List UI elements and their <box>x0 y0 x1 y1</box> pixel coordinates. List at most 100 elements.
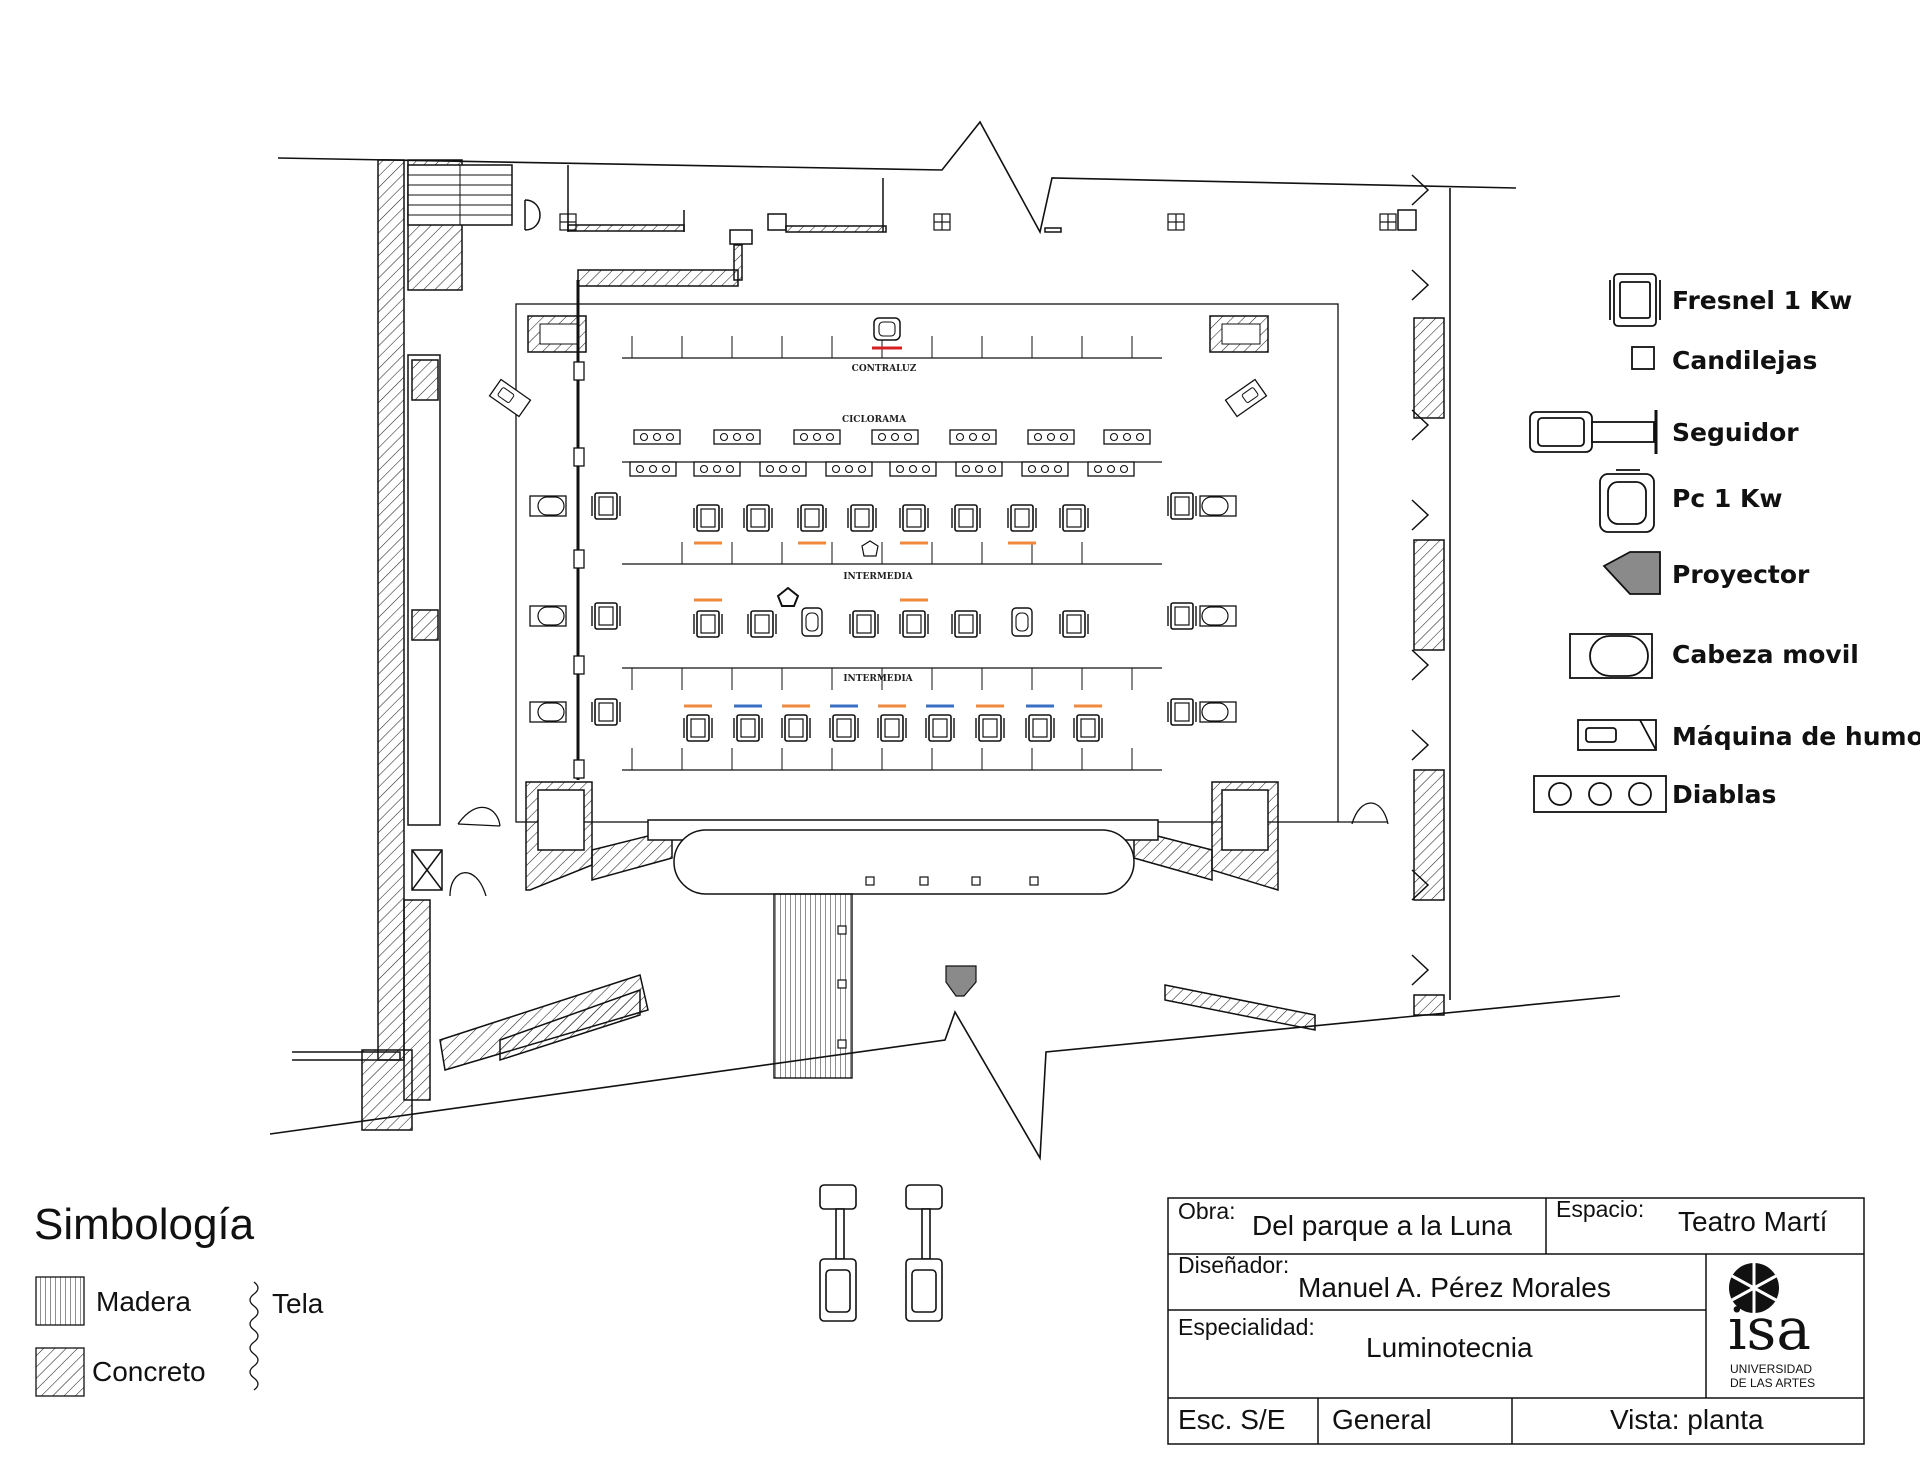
fresnel-icon <box>591 602 621 630</box>
legend-diablas-label: Diablas <box>1672 780 1777 809</box>
title-block-frame <box>1167 1197 1865 1445</box>
right-wall <box>1411 174 1445 1016</box>
cabeza-movil-icon <box>529 701 567 723</box>
diablas-icon <box>693 461 741 477</box>
obra-value: Del parque a la Luna <box>1252 1210 1512 1241</box>
fresnel-icon <box>925 714 955 742</box>
tela-label: Tela <box>272 1288 324 1319</box>
batten-ticks <box>631 336 1133 770</box>
proyector-icon <box>488 378 532 418</box>
madera-swatch <box>35 1276 85 1326</box>
fresnel-icon <box>899 504 929 532</box>
diablas-icon <box>871 429 919 445</box>
fresnel-icon <box>743 504 773 532</box>
diablas-icon <box>1027 429 1075 445</box>
diablas-icon <box>633 429 681 445</box>
fresnel-icon <box>733 714 763 742</box>
legend-proyector-label: Proyector <box>1672 560 1810 589</box>
house-projector-icon <box>945 965 977 997</box>
fresnel-icon <box>1007 504 1037 532</box>
especialidad-label: Especialidad: <box>1178 1314 1315 1340</box>
diablas-icon <box>949 429 997 445</box>
diablas-icon <box>629 461 677 477</box>
fresnel-icon <box>591 698 621 726</box>
fresnel-icon <box>975 714 1005 742</box>
general-label: General <box>1332 1404 1432 1435</box>
fresnel-icon <box>693 610 723 638</box>
fresnel-icon <box>1073 714 1103 742</box>
diablas-icon <box>889 461 937 477</box>
disenador-label: Diseñador: <box>1178 1252 1290 1278</box>
escala-label: Esc. S/E <box>1178 1404 1286 1435</box>
maquina-humo-icon <box>1577 719 1657 751</box>
espacio-label: Espacio: <box>1556 1196 1645 1222</box>
fresnel-icon <box>1167 698 1197 726</box>
espacio-value: Teatro Martí <box>1678 1206 1828 1237</box>
fresnel-icon <box>1025 714 1055 742</box>
intermedia-label-2: INTERMEDIA <box>843 674 913 684</box>
cabeza-movil-icon <box>1199 605 1237 627</box>
pc-icon <box>1011 607 1033 637</box>
left-wall <box>292 159 513 1131</box>
fresnel-icon <box>591 492 621 520</box>
madera-label: Madera <box>96 1286 191 1317</box>
isa-logo-sub-2: DE LAS ARTES <box>1730 1376 1816 1390</box>
isa-logo-sub-1: UNIVERSIDAD <box>1730 1362 1813 1376</box>
fresnel-icon <box>747 610 777 638</box>
diablas-icon <box>793 429 841 445</box>
cabeza-movil-icon <box>1199 701 1237 723</box>
contraluz-fresnel-icon <box>873 317 901 341</box>
pc-icon <box>801 607 823 637</box>
cabeza-movil-icon <box>1199 495 1237 517</box>
cabeza-movil-icon <box>1569 633 1653 679</box>
fresnel-icon <box>899 610 929 638</box>
vista-label: Vista: planta <box>1610 1404 1764 1435</box>
isa-logo-sun-icon <box>1729 1263 1779 1313</box>
diablas-icon <box>1087 461 1135 477</box>
fresnel-icon <box>1059 504 1089 532</box>
followspots <box>819 1184 943 1322</box>
legend-seguidor-label: Seguidor <box>1672 418 1799 447</box>
fresnel-icon <box>951 504 981 532</box>
legend-pc-label: Pc 1 Kw <box>1672 484 1783 513</box>
diablas-icon <box>1103 429 1151 445</box>
concreto-label: Concreto <box>92 1356 206 1387</box>
fresnel-icon <box>847 504 877 532</box>
diablas-icon <box>1021 461 1069 477</box>
obra-label: Obra: <box>1178 1198 1236 1224</box>
ciclorama-label: CICLORAMA <box>841 415 907 425</box>
legend-cabeza-movil-label: Cabeza movil <box>1672 640 1859 669</box>
tela-swatch <box>249 1281 259 1391</box>
diablas-icon <box>1533 775 1667 813</box>
lower-left-walls <box>439 974 1316 1071</box>
fresnel-icon <box>693 504 723 532</box>
especialidad-value: Luminotecnia <box>1366 1332 1533 1363</box>
fresnel-icon <box>1609 273 1661 327</box>
diablas-icon <box>825 461 873 477</box>
diablas-icon <box>955 461 1003 477</box>
fresnel-icon <box>849 610 879 638</box>
proyector-icon <box>1224 378 1268 418</box>
fresnel-icon <box>951 610 981 638</box>
concreto-swatch <box>35 1347 85 1397</box>
intermedia-label-1: INTERMEDIA <box>843 572 913 582</box>
contraluz-label: CONTRALUZ <box>851 364 917 374</box>
legend-candilejas-label: Candilejas <box>1672 346 1818 375</box>
legend-maquina-humo-label: Máquina de humo <box>1672 722 1920 751</box>
simbologia-title: Simbología <box>34 1200 255 1249</box>
pc-icon <box>1599 469 1655 533</box>
legend-icons <box>1529 273 1667 813</box>
candileja-icon <box>861 540 879 557</box>
candileja-icon <box>1631 346 1655 370</box>
fresnel-icon <box>829 714 859 742</box>
isa-logo-text: isa <box>1728 1295 1811 1363</box>
legend-fresnel-label: Fresnel 1 Kw <box>1672 286 1853 315</box>
diablas-icon <box>759 461 807 477</box>
proyector-icon <box>1602 551 1661 595</box>
pc-icon <box>776 586 800 607</box>
top-structure <box>524 165 1417 287</box>
disenador-value: Manuel A. Pérez Morales <box>1298 1272 1611 1303</box>
fresnel-icon <box>1167 492 1197 520</box>
stage-area <box>449 280 1389 1079</box>
